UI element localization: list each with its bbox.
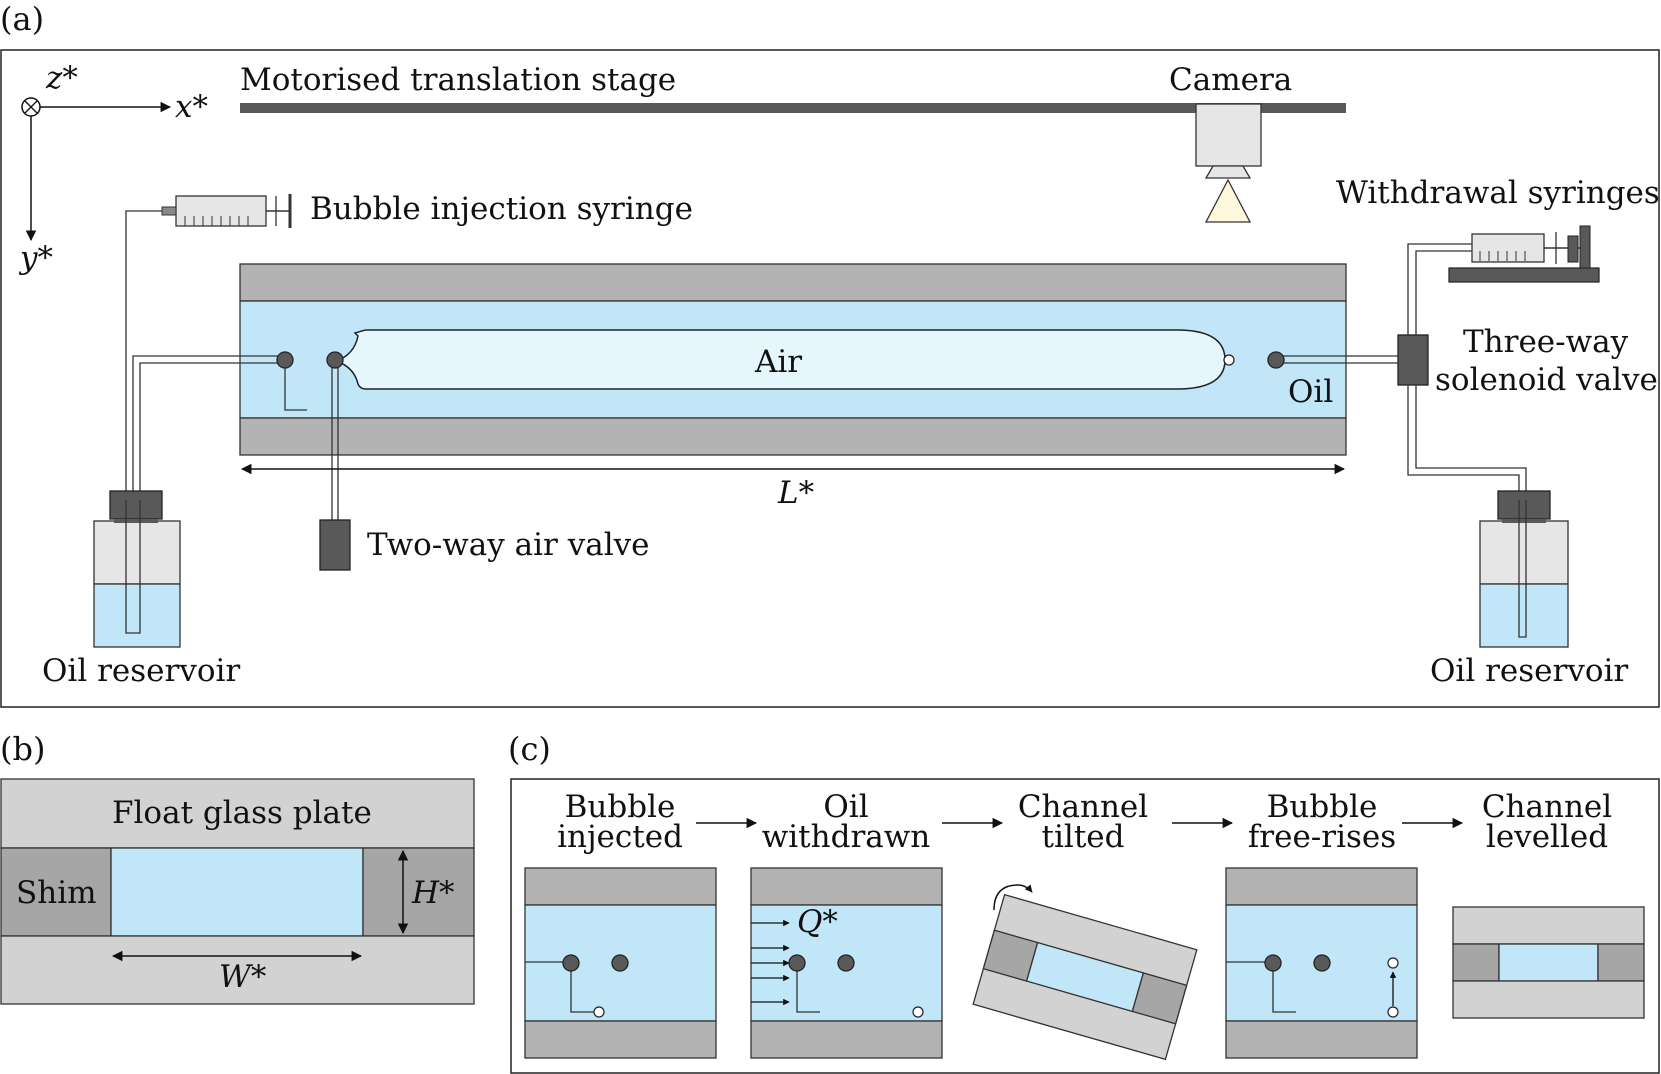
outlet-port — [1267, 351, 1285, 369]
panel-c-frame — [510, 778, 1660, 1074]
camera-label: Camera — [1169, 62, 1292, 98]
step-3-diagram — [972, 884, 1198, 1061]
needle-left — [284, 365, 307, 411]
panel-a-label: (a) — [0, 0, 44, 38]
step-3-line-1: Channel — [1018, 789, 1148, 825]
width-label: W* — [219, 959, 266, 995]
bubble-injection-syringe-icon — [161, 194, 292, 228]
withdrawal-label: Withdrawal syringes — [1336, 175, 1660, 211]
oil-reservoir-left-icon — [93, 490, 181, 648]
stage-label: Motorised translation stage — [240, 62, 676, 98]
step-1-line-2: injected — [557, 819, 683, 855]
step-2-title: Oil withdrawn — [762, 789, 931, 855]
step-3-title: Channel tilted — [1018, 789, 1148, 855]
panel-b-label: (b) — [0, 730, 45, 768]
height-label: H* — [411, 875, 455, 911]
step-4-diagram — [1225, 867, 1418, 1059]
shim-label: Shim — [16, 875, 97, 911]
step-4-line-2: free-rises — [1248, 819, 1396, 855]
axis-x-label: x* — [175, 89, 208, 125]
rotation-arrow-icon — [993, 884, 1033, 911]
plate-label: Float glass plate — [112, 795, 372, 831]
bubble-syringe-label: Bubble injection syringe — [310, 191, 693, 227]
three-way-label-2: solenoid valve — [1435, 362, 1658, 398]
flow-label: Q* — [797, 904, 838, 940]
three-way-solenoid-valve-icon — [1397, 334, 1429, 386]
reservoir-right-label: Oil reservoir — [1430, 653, 1628, 689]
two-way-air-valve-icon — [319, 519, 351, 571]
step-2-line-1: Oil — [823, 789, 868, 825]
inlet-port-left — [276, 351, 294, 369]
oil-reservoir-right-icon — [1479, 490, 1569, 648]
step-1-title: Bubble injected — [557, 789, 683, 855]
camera-icon — [1195, 103, 1262, 223]
panel-c-label: (c) — [508, 730, 551, 768]
air-label: Air — [754, 344, 802, 380]
length-label: L* — [777, 475, 814, 511]
step-4-title: Bubble free-rises — [1248, 789, 1396, 855]
step-4-line-1: Bubble — [1267, 789, 1378, 825]
step-1-diagram — [524, 867, 717, 1059]
panel-a-frame — [0, 49, 1660, 708]
coordinate-axes: z* x* y* — [18, 60, 208, 276]
small-bubble — [1223, 354, 1235, 366]
axis-y-label: y* — [18, 240, 53, 276]
axis-z-label: z* — [45, 60, 78, 96]
step-5-line-1: Channel — [1482, 789, 1612, 825]
step-1-line-1: Bubble — [565, 789, 676, 825]
withdrawal-syringe-icon — [1448, 225, 1600, 283]
step-2-line-2: withdrawn — [762, 819, 931, 855]
step-5-diagram — [1452, 906, 1645, 1019]
step-2-diagram — [750, 867, 943, 1059]
step-3-line-2: tilted — [1042, 819, 1125, 855]
channel-cross-section — [0, 778, 475, 1005]
oil-label: Oil — [1288, 374, 1333, 410]
translation-stage-rail — [240, 103, 1346, 113]
air-port — [326, 351, 344, 369]
three-way-label-1: Three-way — [1463, 324, 1629, 360]
two-way-valve-label: Two-way air valve — [367, 527, 649, 563]
step-5-title: Channel levelled — [1482, 789, 1612, 855]
step-5-line-2: levelled — [1486, 819, 1608, 855]
reservoir-left-label: Oil reservoir — [42, 653, 240, 689]
